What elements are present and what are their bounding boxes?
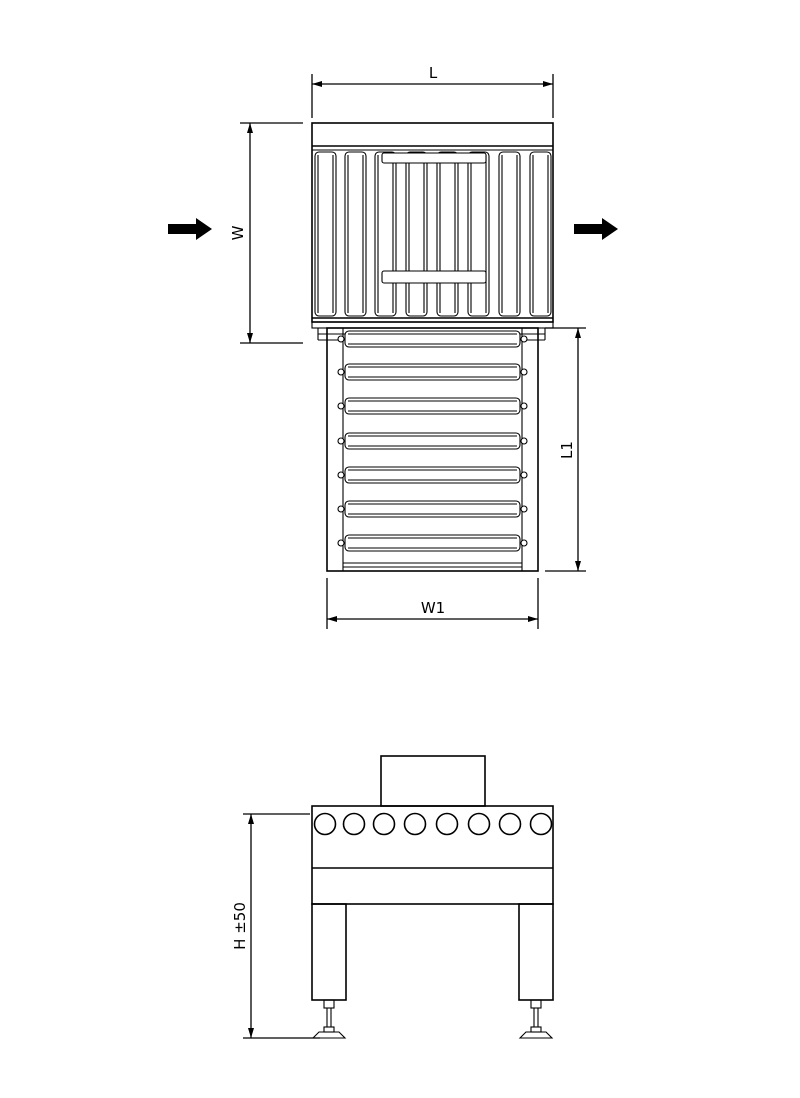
horizontal-roller <box>337 330 528 348</box>
vertical-roller <box>344 151 367 317</box>
vertical-roller <box>529 151 552 317</box>
side-view: H ±50 <box>231 755 554 1039</box>
horizontal-roller <box>337 397 528 415</box>
upper-bracket <box>381 152 487 164</box>
roller-end <box>498 812 522 836</box>
dimension-l-label: L <box>429 64 438 82</box>
left-adjustable-foot <box>311 999 347 1039</box>
vertical-roller <box>467 151 490 317</box>
roller-end <box>342 812 366 836</box>
lower-bracket <box>381 270 487 284</box>
vertical-roller <box>436 151 459 317</box>
dimension-w: W <box>229 122 303 344</box>
roller-end <box>403 812 427 836</box>
roller-end <box>313 812 337 836</box>
dimension-w-label: W <box>229 225 247 240</box>
conveyor-body <box>311 805 554 905</box>
right-leg <box>518 903 554 1001</box>
horizontal-roller <box>337 466 528 484</box>
infeed-arrow-icon <box>168 218 212 240</box>
raised-module <box>380 755 486 807</box>
dimension-l1: L1 <box>545 327 586 572</box>
lower-module-frame <box>326 327 539 572</box>
roller-end <box>467 812 491 836</box>
vertical-roller <box>498 151 521 317</box>
dimension-w1: W1 <box>326 578 539 629</box>
horizontal-roller <box>337 363 528 381</box>
upper-roller-set <box>314 151 552 317</box>
top-view: L W L1 W1 <box>168 64 618 629</box>
dimension-w1-label: W1 <box>421 599 445 617</box>
lower-roller-set <box>337 330 528 552</box>
horizontal-roller <box>337 500 528 518</box>
dimension-l: L <box>311 64 554 118</box>
vertical-roller <box>314 151 337 317</box>
horizontal-roller <box>337 534 528 552</box>
dimension-h-label: H ±50 <box>231 902 249 950</box>
outfeed-arrow-icon <box>574 218 618 240</box>
horizontal-roller <box>337 432 528 450</box>
vertical-roller <box>405 151 428 317</box>
roller-end <box>529 812 553 836</box>
roller-end <box>435 812 459 836</box>
vertical-roller <box>374 151 397 317</box>
side-roller-set <box>313 812 553 836</box>
left-leg <box>311 903 347 1001</box>
roller-end <box>372 812 396 836</box>
dimension-l1-label: L1 <box>558 441 576 459</box>
dimension-h: H ±50 <box>231 813 320 1039</box>
right-adjustable-foot <box>518 999 554 1039</box>
